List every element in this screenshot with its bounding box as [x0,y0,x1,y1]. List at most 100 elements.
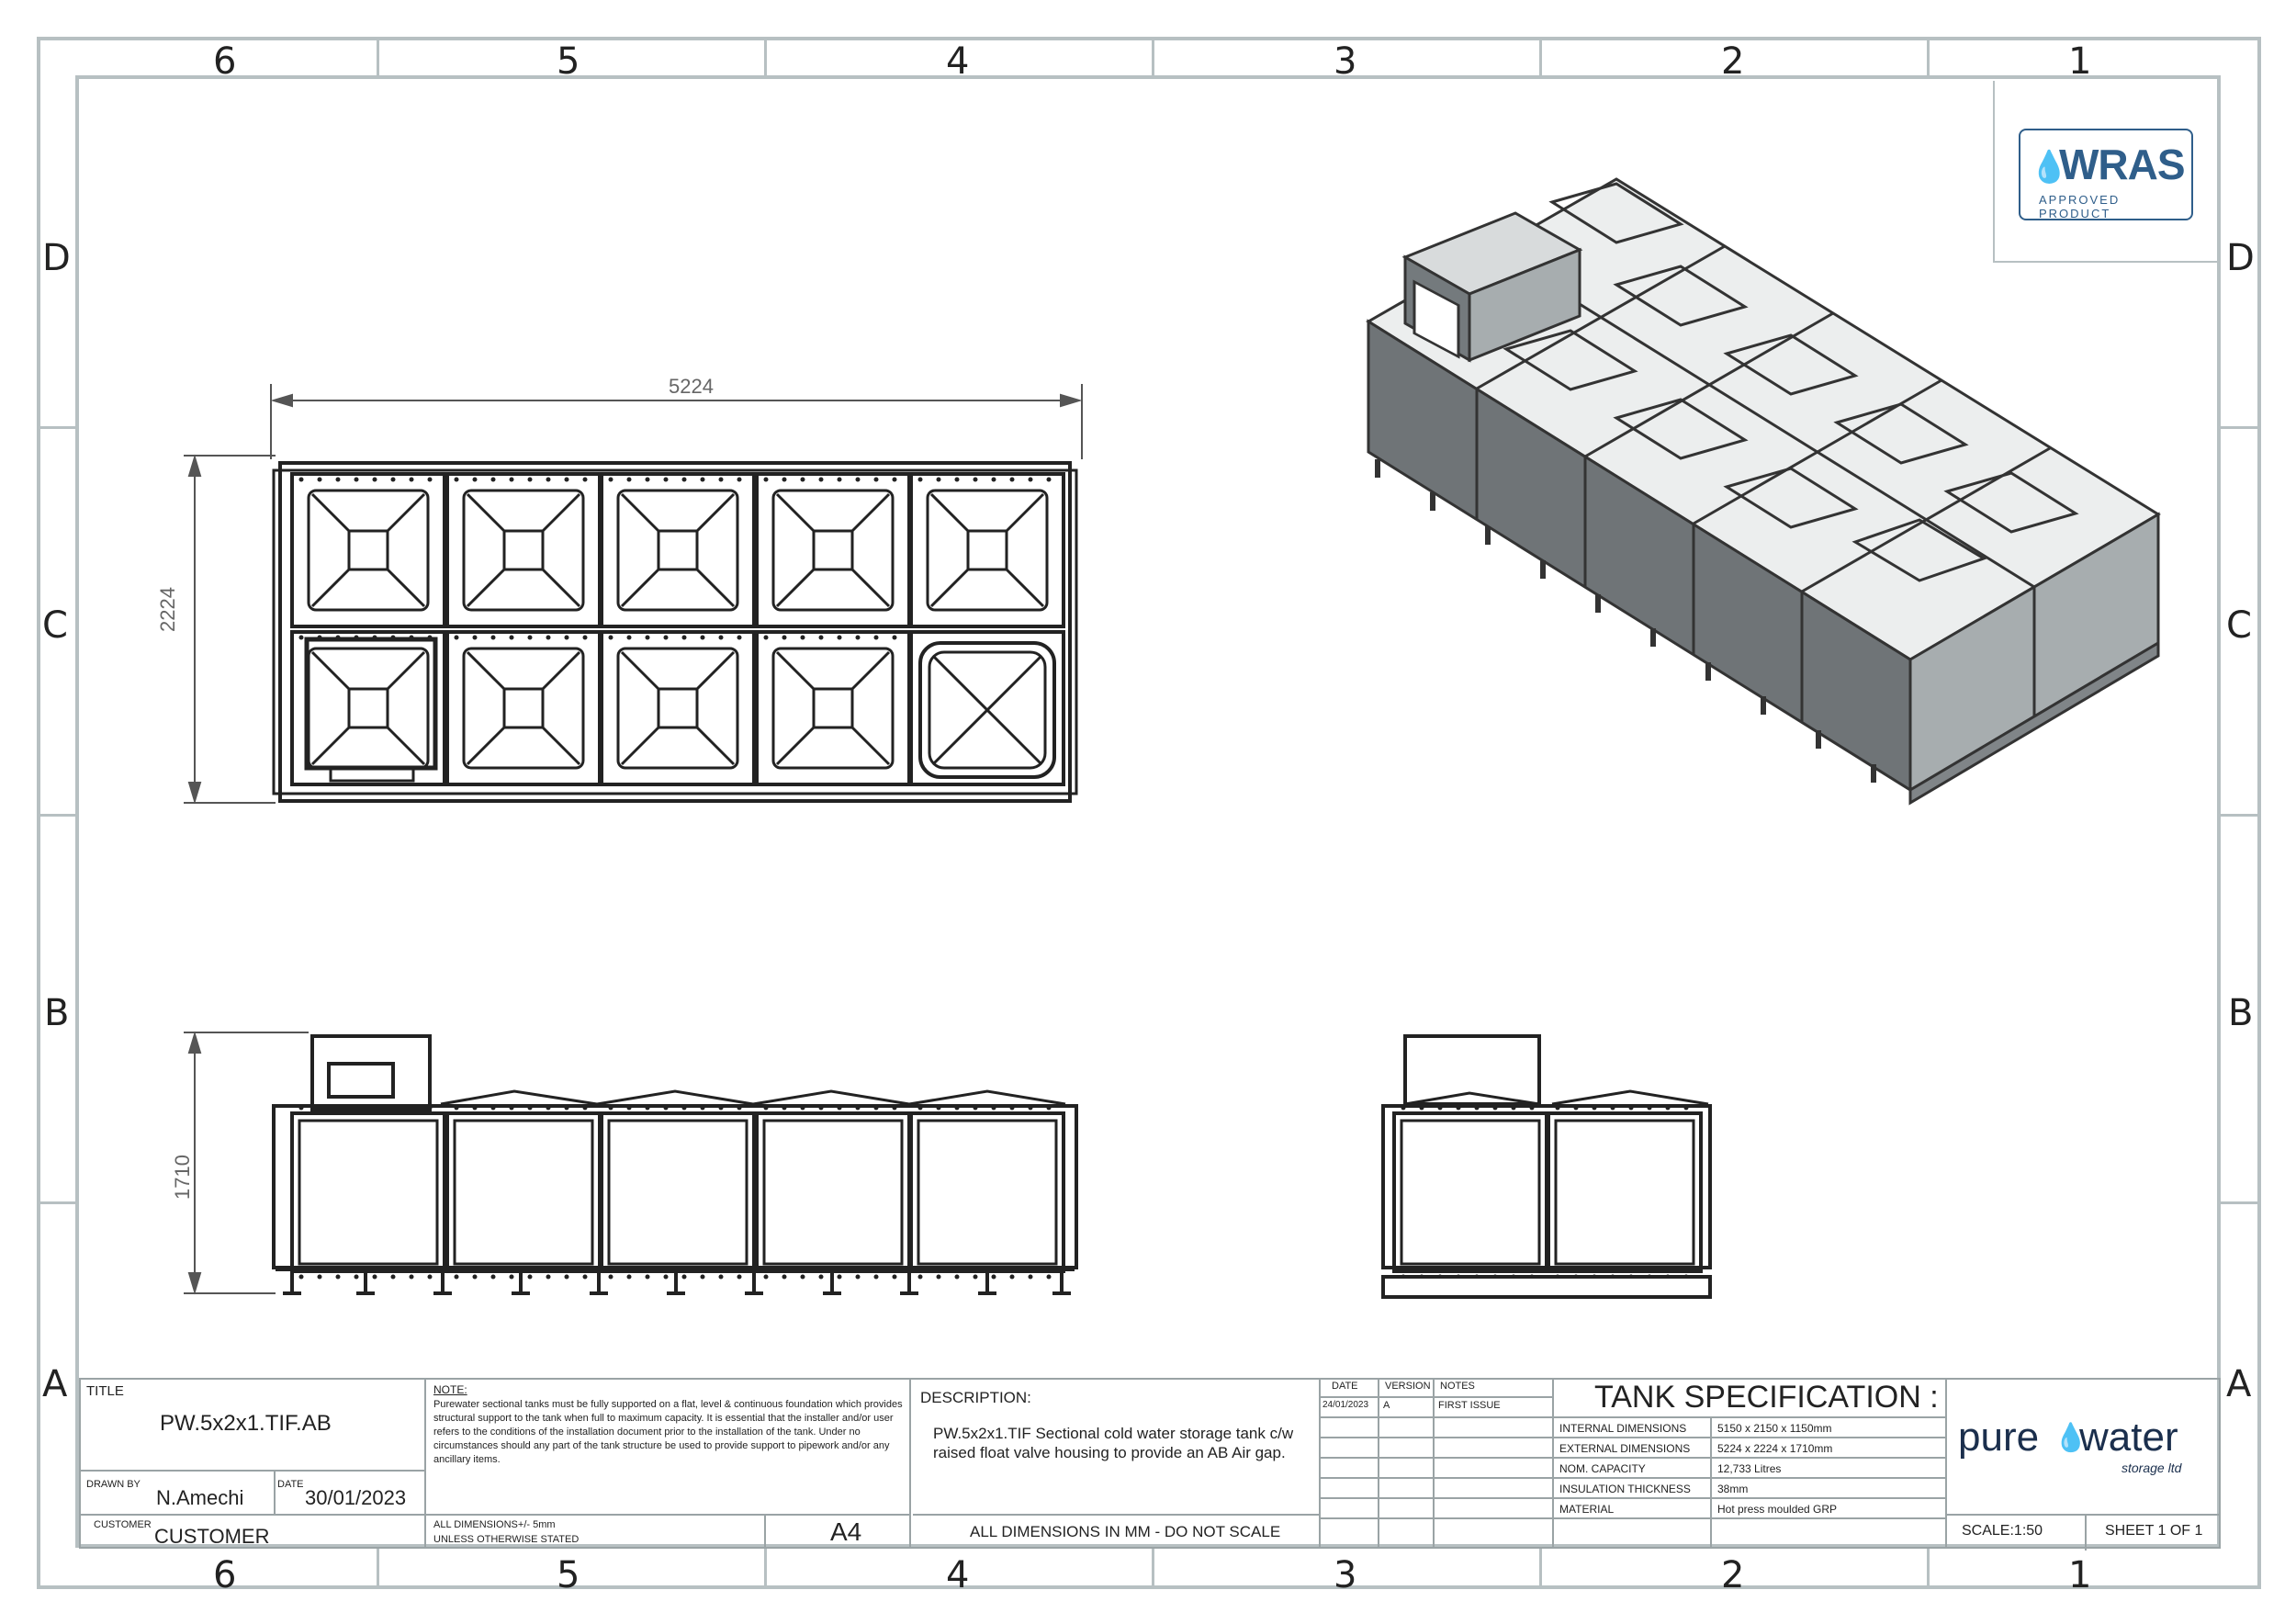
rev-header-date: DATE [1332,1381,1358,1392]
sheet-size: A4 [830,1517,862,1546]
sheet-value: SHEET 1 OF 1 [2105,1523,2203,1539]
zone-label: C [2226,604,2252,647]
divider [274,1470,276,1514]
zone-label: A [2226,1363,2252,1405]
rev-header-version: VERSION [1385,1381,1431,1392]
water-drop-icon: 💧 [2030,150,2069,185]
spec-value: Hot press moulded GRP [1717,1503,1838,1516]
drawn-by-value: N.Amechi [156,1486,244,1509]
zone-divider [1539,1549,1542,1585]
rev-notes: FIRST ISSUE [1438,1400,1501,1411]
spec-table: TANK SPECIFICATION : INTERNAL DIMENSIONS… [1554,1378,1947,1549]
spec-value: 12,733 Litres [1717,1462,1782,1475]
spec-title: TANK SPECIFICATION : [1594,1380,1939,1415]
spec-label: EXTERNAL DIMENSIONS [1559,1442,1691,1455]
description-cell: DESCRIPTION: PW.5x2x1.TIF Sectional cold… [913,1378,1321,1514]
wras-logo-subtitle: APPROVED PRODUCT [2039,193,2121,220]
dimension-width: 5224 [669,375,714,398]
wras-logo: 💧 WRAS APPROVED PRODUCT [2019,129,2193,220]
rev-header-notes: NOTES [1440,1381,1475,1392]
spec-label: INTERNAL DIMENSIONS [1559,1422,1687,1435]
zone-label: 1 [2068,40,2092,83]
note-cell: NOTE: Purewater sectional tanks must be … [426,1378,911,1514]
dimension-elevation-height: 1710 [171,1155,194,1200]
zone-label: B [44,992,70,1034]
zone-label: 3 [1334,40,1357,83]
spec-label: MATERIAL [1559,1503,1615,1516]
purewater-logo-text: water [2079,1415,2178,1460]
zone-divider [1927,1549,1930,1585]
title-block [79,1378,2221,1549]
spec-label: INSULATION THICKNESS [1559,1483,1691,1495]
zone-label: D [42,237,71,279]
water-drop-icon: 💧 [2054,1423,2088,1453]
spec-value: 5224 x 2224 x 1710mm [1717,1442,1833,1455]
tolerance-cell: ALL DIMENSIONS+/- 5mm UNLESS OTHERWISE S… [426,1514,911,1549]
zone-label: 2 [1721,1554,1745,1596]
spec-value: 5150 x 2150 x 1150mm [1717,1422,1832,1435]
date-value: 30/01/2023 [305,1486,407,1509]
title-value: PW.5x2x1.TIF.AB [160,1411,332,1436]
logo-box [1993,81,2221,263]
customer-value: CUSTOMER [154,1525,270,1548]
zone-label: 4 [946,40,970,83]
zone-divider [2221,814,2257,817]
spec-value: 38mm [1717,1483,1749,1495]
revision-table: DATE VERSION NOTES 24/01/2023 A FIRST IS… [1321,1378,1554,1549]
zone-label: D [2226,237,2255,279]
title-label: TITLE [86,1383,124,1399]
drawn-by-cell: DRAWN BY N.Amechi DATE 30/01/2023 [79,1470,426,1514]
zone-divider [377,39,379,75]
tolerance-line-2: UNLESS OTHERWISE STATED [433,1534,580,1545]
zone-label: 6 [213,1554,237,1596]
zone-label: 2 [1721,40,1745,83]
plan-view [272,461,1078,803]
zone-divider [377,1549,379,1585]
zone-label: 3 [1334,1554,1357,1596]
dimensions-note-cell: ALL DIMENSIONS IN MM - DO NOT SCALE [913,1514,1321,1549]
date-label: DATE [277,1479,304,1490]
zone-divider [1152,39,1154,75]
scale-value: SCALE:1:50 [1962,1523,2043,1539]
dimension-plan-height: 2224 [156,587,179,632]
scale-sheet-cell: SCALE:1:50 SHEET 1 OF 1 [1947,1514,2221,1551]
dimensions-note: ALL DIMENSIONS IN MM - DO NOT SCALE [970,1523,1281,1540]
zone-label: 5 [557,40,580,83]
zone-label: 5 [557,1554,580,1596]
tolerance-line-1: ALL DIMENSIONS+/- 5mm [433,1519,556,1530]
zone-divider [1539,39,1542,75]
purewater-logo-text: pure [1958,1415,2040,1460]
drawn-by-label: DRAWN BY [86,1479,141,1490]
zone-divider [1927,39,1930,75]
sheet-size-cell: A4 [764,1514,913,1549]
front-elevation [272,1034,1078,1295]
zone-label: 6 [213,40,237,83]
zone-label: C [42,604,68,647]
purewater-logo: pure 💧 water storage ltd [1947,1378,2221,1512]
isometric-view [1366,177,2161,806]
drawing-border-outer [37,37,2261,1589]
plan-dimensions [184,384,1083,805]
wras-logo-title: WRAS [2059,141,2186,188]
rev-date: 24/01/2023 [1322,1400,1369,1410]
front-dimensions [184,1031,309,1295]
spec-label: NOM. CAPACITY [1559,1462,1646,1475]
zone-divider [39,814,75,817]
zone-divider [2221,426,2257,429]
zone-divider [764,1549,767,1585]
description-text: PW.5x2x1.TIF Sectional cold water storag… [933,1425,1294,1461]
customer-cell: CUSTOMER CUSTOMER [79,1514,426,1549]
zone-label: A [42,1363,68,1405]
title-cell: TITLE PW.5x2x1.TIF.AB [79,1378,426,1549]
note-label: NOTE: [433,1383,467,1396]
zone-label: 1 [2068,1554,2092,1596]
rev-version: A [1383,1400,1390,1411]
description-label: DESCRIPTION: [920,1389,1031,1406]
zone-divider [764,39,767,75]
customer-label: CUSTOMER [94,1519,152,1530]
zone-label: 4 [946,1554,970,1596]
drawing-border-inner [75,75,2221,1548]
side-elevation [1381,1034,1712,1299]
zone-divider [2221,1201,2257,1204]
